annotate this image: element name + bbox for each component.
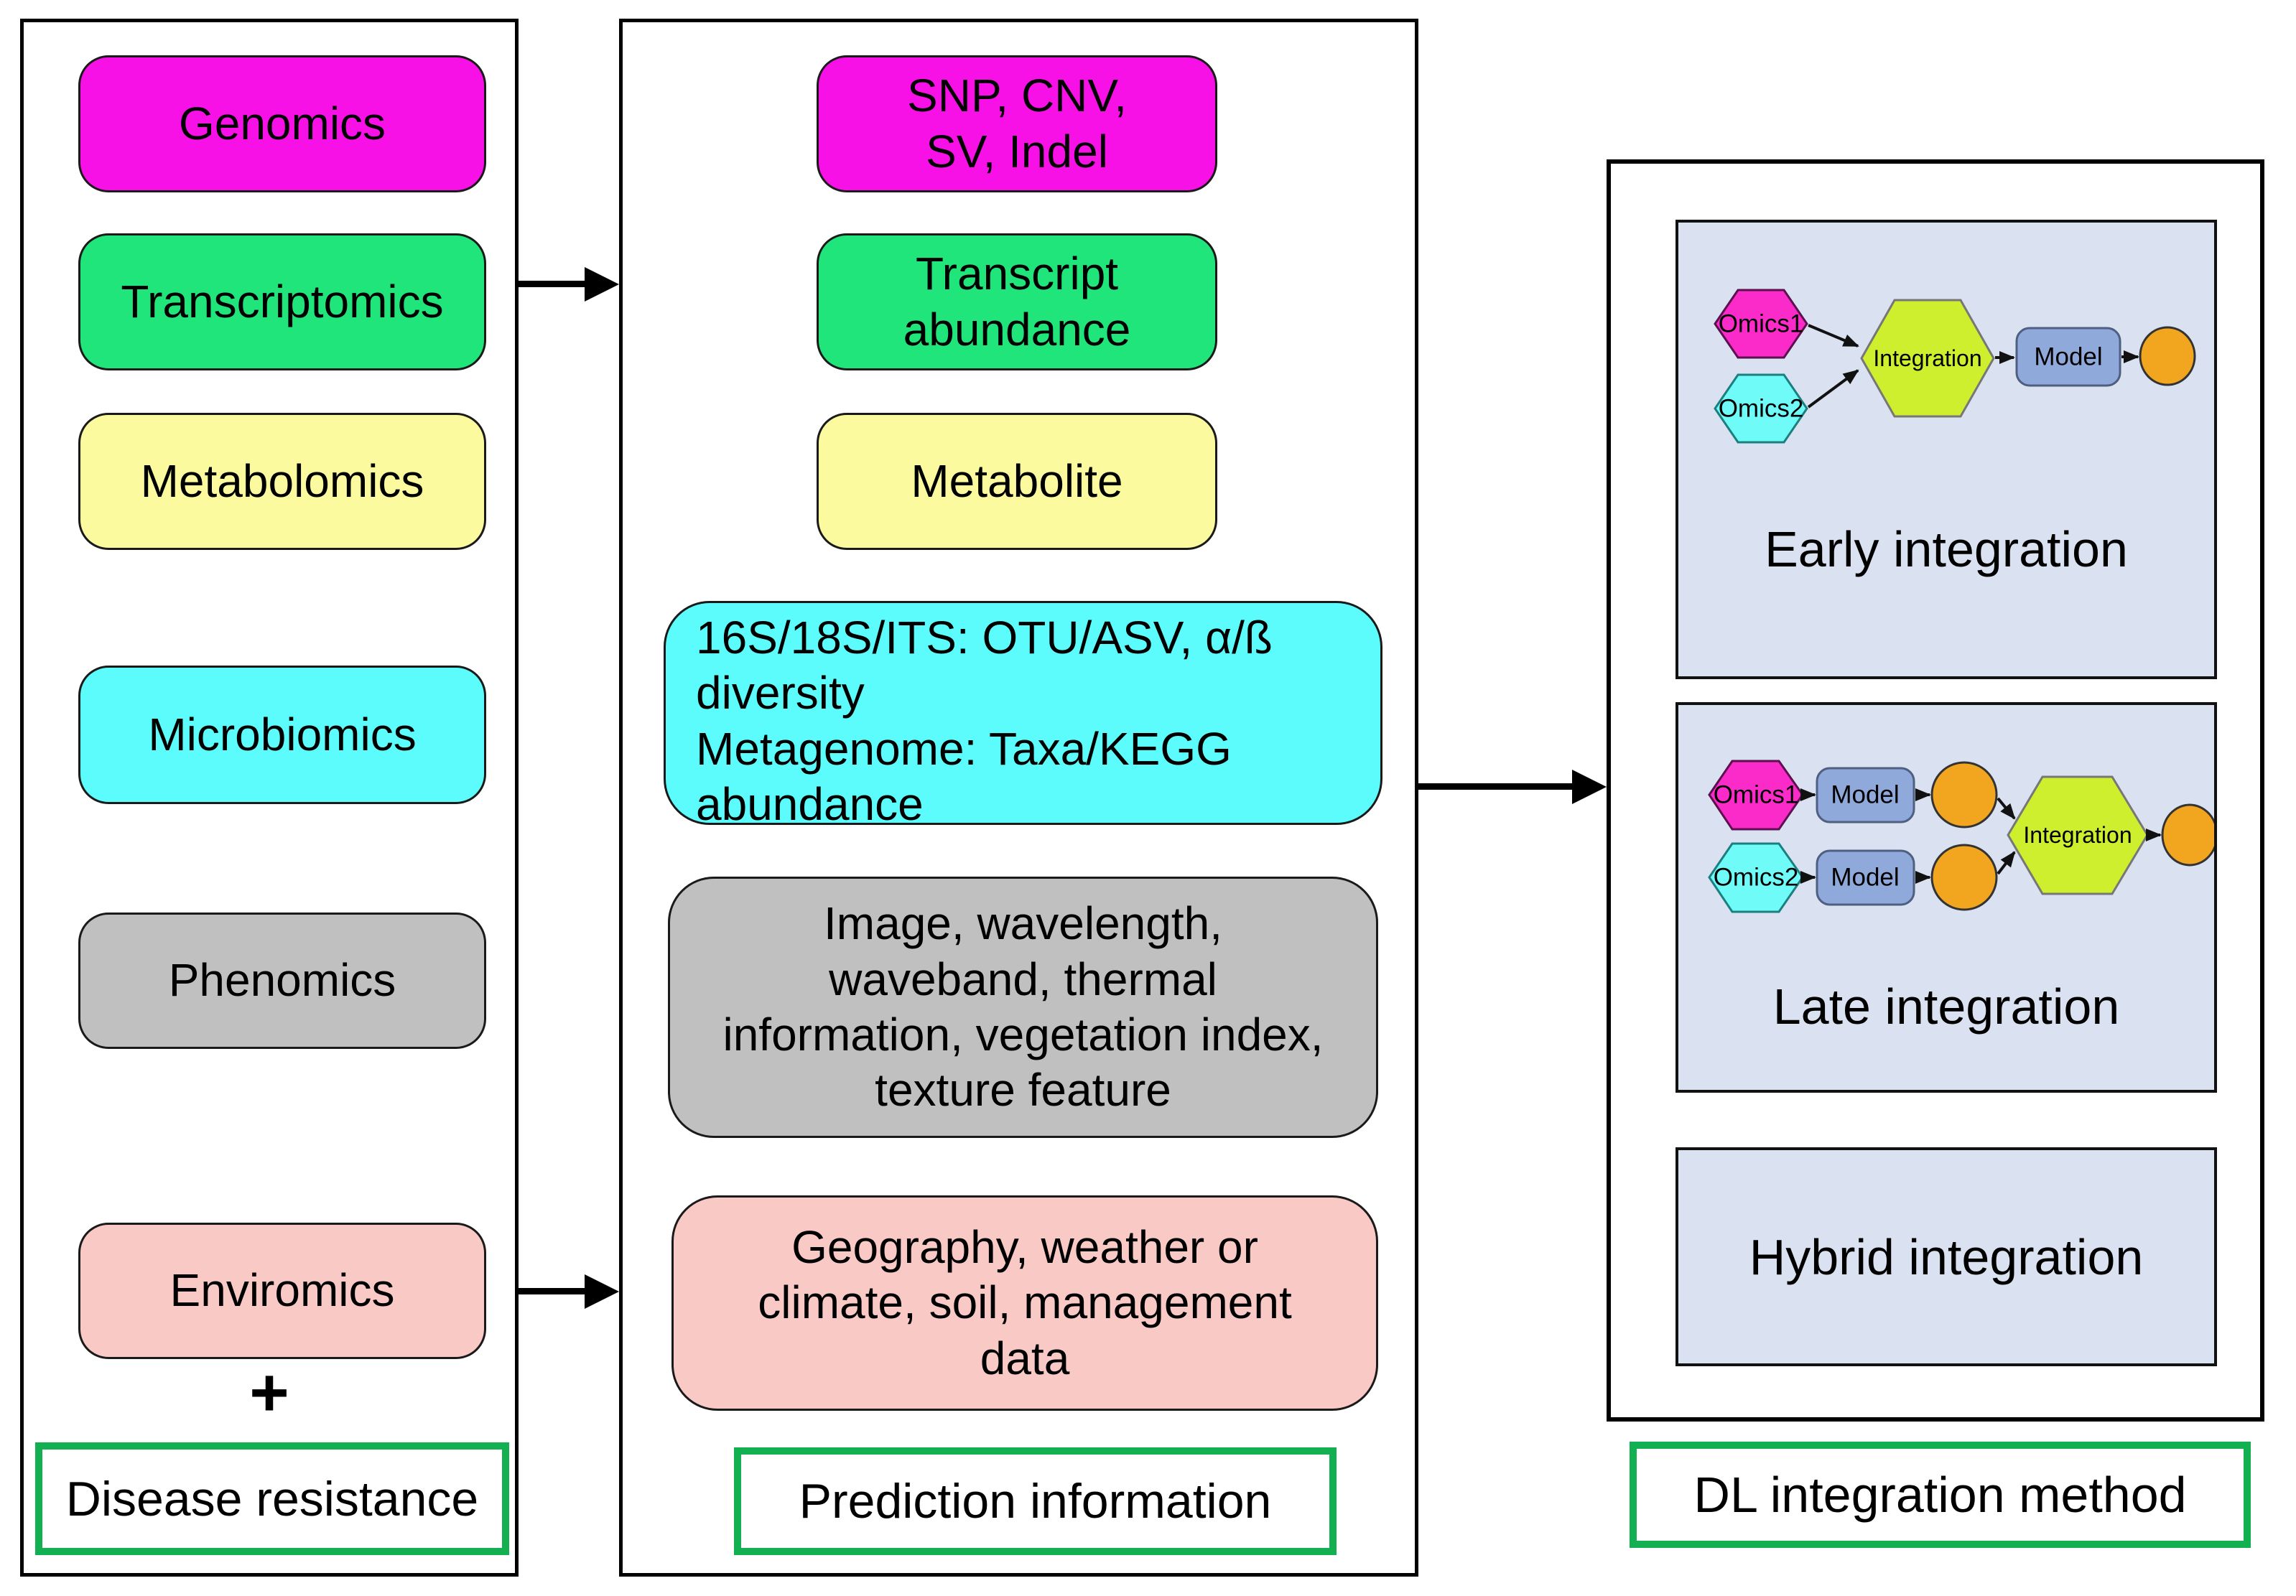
box-microbiome-features: 16S/18S/ITS: OTU/ASV, α/ß diversity Meta…: [664, 601, 1382, 830]
omics1-hexagon: [1708, 760, 1804, 831]
early-integration-section: Omics1 Omics2 Integration Model Early in…: [1675, 220, 2217, 679]
early-integration-diagram: Omics1 Omics2 Integration Model: [1714, 289, 2196, 444]
output-ellipse: [2161, 803, 2214, 867]
model-box-2: [1816, 849, 1915, 906]
disease-resistance-label-box: Disease resistance: [35, 1442, 509, 1555]
prediction-information-panel: SNP, CNV, SV, Indel Transcript abundance…: [619, 19, 1418, 1577]
plus-symbol: +: [249, 1355, 289, 1431]
omics2-hexagon: [1708, 842, 1804, 913]
arrow-omics2-to-integration: [1807, 369, 1859, 409]
model-box-1: [1816, 767, 1915, 823]
box-transcript-abundance: Transcript abundance: [817, 233, 1217, 370]
omics2-label: Omics2: [1714, 864, 1799, 892]
box-transcriptomics: Transcriptomics: [78, 233, 486, 370]
late-integration-section: Omics1 Model Omics2 Model Integration: [1675, 702, 2217, 1093]
intermediate-ellipse-2: [1930, 844, 1998, 911]
omics1-hexagon: [1714, 289, 1808, 359]
model-box: [2015, 327, 2121, 387]
box-genomics: Genomics: [78, 55, 486, 192]
omics1-label: Omics1: [1714, 781, 1799, 809]
omics1-label: Omics1: [1719, 310, 1804, 338]
early-integration-title: Early integration: [1765, 521, 2128, 577]
box-phenomics: Phenomics: [78, 913, 486, 1049]
hybrid-integration-title: Hybrid integration: [1749, 1228, 2144, 1285]
prediction-information-label-box: Prediction information: [734, 1447, 1337, 1555]
hybrid-integration-section: Hybrid integration: [1675, 1147, 2217, 1366]
dl-integration-method-label-box: DL integration method: [1630, 1442, 2251, 1548]
box-snp-cnv-sv-indel: SNP, CNV, SV, Indel: [817, 55, 1217, 192]
arrow-left-to-middle-top: [519, 281, 585, 287]
box-metabolomics: Metabolomics: [78, 413, 486, 550]
arrow-middle-to-right: [1418, 783, 1572, 790]
box-phenome-features: Image, wavelength, waveband, thermal inf…: [668, 877, 1378, 1138]
integration-label: Integration: [2023, 822, 2132, 848]
output-ellipse: [2139, 326, 2196, 386]
integration-label: Integration: [1873, 345, 1981, 371]
box-microbiomics: Microbiomics: [78, 666, 486, 804]
model-label: Model: [2034, 343, 2102, 371]
dl-integration-panel: Omics1 Omics2 Integration Model Early in…: [1607, 159, 2264, 1422]
box-environment-features: Geography, weather or climate, soil, man…: [671, 1195, 1378, 1411]
arrow-left-to-middle-bottom: [519, 1288, 585, 1294]
model-label-1: Model: [1831, 781, 1899, 809]
omics2-label: Omics2: [1719, 395, 1804, 423]
late-integration-diagram: Omics1 Model Omics2 Model Integration: [1708, 760, 2214, 913]
integration-hexagon: [1860, 299, 1995, 418]
arrow-ellipse2-to-integration: [1997, 851, 2016, 875]
arrow-omics1-to-integration: [1808, 324, 1859, 347]
intermediate-ellipse-1: [1930, 761, 1998, 829]
omics-types-panel: Genomics Transcriptomics Metabolomics Mi…: [20, 19, 519, 1577]
model-label-2: Model: [1831, 864, 1899, 892]
omics2-hexagon: [1714, 373, 1808, 444]
arrow-ellipse1-to-integration: [1997, 797, 2016, 820]
late-integration-title: Late integration: [1772, 979, 2120, 1035]
box-enviromics: Enviromics: [78, 1223, 486, 1359]
box-metabolite: Metabolite: [817, 413, 1217, 550]
integration-hexagon: [2007, 775, 2149, 895]
